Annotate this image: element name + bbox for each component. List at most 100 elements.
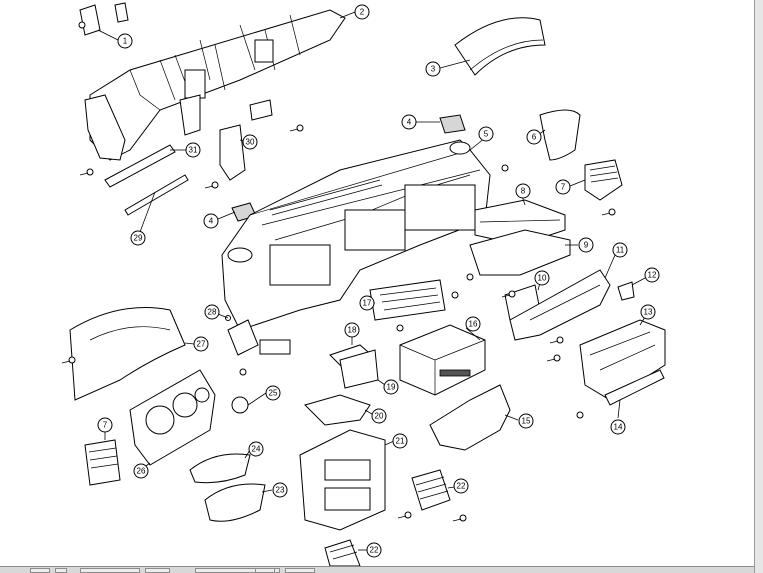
svg-text:25: 25 xyxy=(269,389,278,398)
svg-text:11: 11 xyxy=(616,246,625,255)
callout-18: 18 xyxy=(344,322,360,338)
vent-part-22-bottom xyxy=(324,539,361,566)
toolbar-cell[interactable] xyxy=(255,568,275,573)
callout-7-left: 7 xyxy=(97,417,113,433)
callout-4-top: 4 xyxy=(401,114,417,130)
svg-text:31: 31 xyxy=(189,146,198,155)
svg-text:5: 5 xyxy=(484,130,489,139)
fasteners xyxy=(61,124,616,522)
trim-part-6 xyxy=(539,109,581,161)
bracket-part-30 xyxy=(219,99,273,181)
callout-29: 29 xyxy=(130,230,146,246)
svg-text:12: 12 xyxy=(648,271,657,280)
instrument-cluster-part-26 xyxy=(129,369,216,466)
svg-text:4: 4 xyxy=(407,118,412,127)
audio-unit-part-16 xyxy=(399,324,486,396)
bracket-part-15 xyxy=(429,384,511,451)
svg-text:20: 20 xyxy=(375,412,384,421)
svg-text:16: 16 xyxy=(469,320,478,329)
cover-part-3 xyxy=(454,17,546,76)
callout-26: 26 xyxy=(133,463,149,479)
svg-text:7: 7 xyxy=(561,183,566,192)
callout-7-right: 7 xyxy=(555,179,571,195)
column-cover-part-23 xyxy=(204,483,266,522)
svg-text:19: 19 xyxy=(387,383,396,392)
callout-31: 31 xyxy=(185,142,201,158)
callout-1: 1 xyxy=(117,33,133,49)
svg-text:15: 15 xyxy=(522,417,531,426)
callout-28: 28 xyxy=(204,304,220,320)
toolbar-cell[interactable] xyxy=(55,568,67,573)
cluster-lid-part-27 xyxy=(69,307,186,401)
callout-27: 27 xyxy=(193,336,209,352)
svg-text:4: 4 xyxy=(209,217,214,226)
diagram-viewport: 1 2 3 4 5 6 7 8 9 10 11 12 13 14 15 16 1… xyxy=(61,2,666,566)
callout-22-bottom: 22 xyxy=(366,542,382,558)
callout-17: 17 xyxy=(359,295,375,311)
toolbar-cell[interactable] xyxy=(30,568,50,573)
svg-text:9: 9 xyxy=(584,241,589,250)
svg-text:28: 28 xyxy=(208,308,217,317)
instrument-panel-part-5 xyxy=(221,139,491,355)
svg-text:22: 22 xyxy=(370,546,379,555)
svg-text:7: 7 xyxy=(103,421,108,430)
callout-4-left: 4 xyxy=(203,213,219,229)
strip-part-29 xyxy=(124,174,189,216)
callout-5: 5 xyxy=(478,126,494,142)
callout-11: 11 xyxy=(612,242,628,258)
column-cover-part-24 xyxy=(189,453,251,484)
callout-9: 9 xyxy=(578,237,594,253)
svg-text:27: 27 xyxy=(197,340,206,349)
callout-14: 14 xyxy=(610,419,626,435)
callout-13: 13 xyxy=(640,304,656,320)
svg-text:21: 21 xyxy=(396,437,405,446)
svg-text:1: 1 xyxy=(123,37,128,46)
svg-text:14: 14 xyxy=(614,423,623,432)
striker-part-14 xyxy=(604,369,665,406)
svg-text:30: 30 xyxy=(246,138,255,147)
bottom-toolbar-strip xyxy=(0,566,754,573)
clip-part-4-top xyxy=(439,114,466,134)
vent-part-22-right xyxy=(411,469,451,511)
ring-part-25 xyxy=(231,396,249,414)
callout-15: 15 xyxy=(518,413,534,429)
toolbar-cell[interactable] xyxy=(285,568,315,573)
window-right-edge xyxy=(754,0,763,573)
svg-text:10: 10 xyxy=(538,274,547,283)
callout-24: 24 xyxy=(248,441,264,457)
bracket-part-1 xyxy=(78,2,129,36)
callout-10: 10 xyxy=(534,270,550,286)
svg-text:2: 2 xyxy=(360,8,365,17)
callout-30: 30 xyxy=(242,134,258,150)
glove-box-part-13 xyxy=(579,319,666,401)
vent-part-7-right xyxy=(584,159,623,201)
svg-text:26: 26 xyxy=(137,467,146,476)
clip-part-12 xyxy=(617,281,635,301)
callout-16: 16 xyxy=(465,316,481,332)
control-panel-part-17 xyxy=(369,279,459,332)
callout-12: 12 xyxy=(644,267,660,283)
callout-25: 25 xyxy=(265,385,281,401)
leader-lines xyxy=(97,11,646,551)
callout-22-right: 22 xyxy=(453,478,469,494)
bracket-part-28 xyxy=(227,319,259,356)
callout-2: 2 xyxy=(354,4,370,20)
center-bezel-part-21 xyxy=(299,429,386,531)
svg-text:22: 22 xyxy=(457,482,466,491)
callout-3: 3 xyxy=(425,61,441,77)
trim-part-20 xyxy=(304,394,371,426)
steering-member xyxy=(84,9,346,161)
svg-text:23: 23 xyxy=(276,486,285,495)
duct-part-31 xyxy=(104,144,176,188)
toolbar-cell[interactable] xyxy=(145,568,170,573)
svg-text:3: 3 xyxy=(431,65,436,74)
svg-text:13: 13 xyxy=(644,308,653,317)
toolbar-cell[interactable] xyxy=(80,568,140,573)
svg-text:6: 6 xyxy=(532,133,537,142)
exploded-parts-diagram: 1 2 3 4 5 6 7 8 9 10 11 12 13 14 15 16 1… xyxy=(61,2,666,566)
lower-panel-part-11 xyxy=(509,269,611,341)
callout-23: 23 xyxy=(272,482,288,498)
cover-part-9 xyxy=(469,229,571,276)
callout-19: 19 xyxy=(383,379,399,395)
callout-6: 6 xyxy=(526,129,542,145)
